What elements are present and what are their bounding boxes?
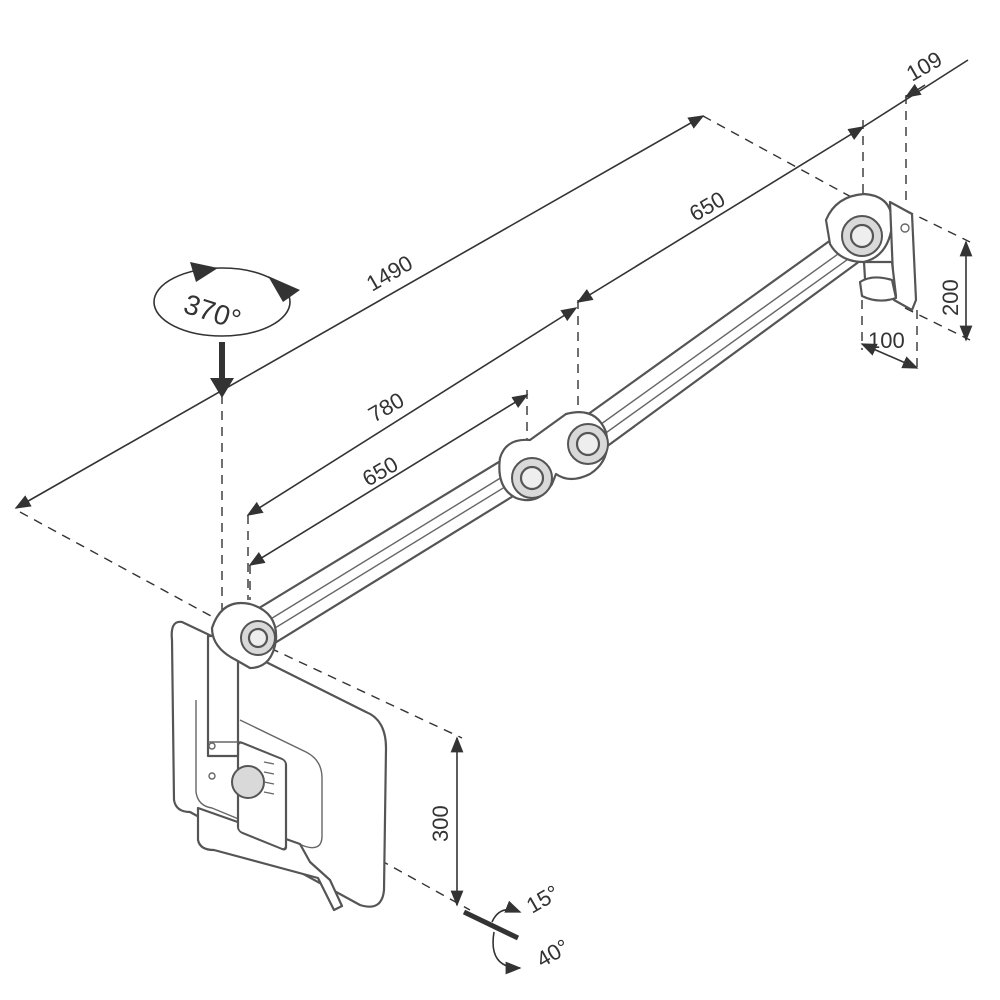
label-300: 300	[428, 805, 453, 842]
rotation-arrowhead-right	[268, 276, 300, 302]
lower-arm-groove-2	[261, 473, 527, 637]
rotation-arrowhead-left	[190, 262, 218, 282]
vertical-post	[206, 634, 240, 780]
plate-bottom-lip	[196, 806, 344, 912]
dim-200-ext-bottom	[904, 307, 971, 341]
label-tilt-up: 15°	[522, 880, 563, 918]
elbow-joint-bolt-left-inner	[519, 465, 545, 491]
tilt-bar	[462, 909, 520, 941]
plate-inner-frame	[195, 700, 323, 849]
label-tilt-down: 40°	[532, 934, 573, 972]
tilt-up-arc	[491, 900, 522, 923]
label-200: 200	[938, 279, 963, 316]
dim-100-line	[860, 343, 919, 369]
label-100: 100	[868, 328, 905, 353]
lower-arm-groove	[255, 465, 521, 629]
tilt-indicator: 15° 40°	[462, 880, 573, 975]
monitor-plate	[170, 620, 388, 912]
label-109: 109	[902, 46, 946, 86]
shoulder-joint-bolt-inner	[849, 223, 875, 249]
wall-plate-screw	[900, 223, 910, 233]
dim-200-ext-top	[904, 209, 971, 243]
post-body	[206, 634, 240, 758]
dim-650-upper-line	[576, 126, 865, 303]
label-rotation: 370°	[180, 288, 245, 335]
bracket-foot	[858, 276, 898, 302]
upper-arm	[578, 230, 866, 452]
tilt-down-arc	[492, 931, 522, 975]
tilt-knob	[231, 765, 265, 799]
joints	[210, 192, 894, 670]
dim-1490-ext-left	[19, 511, 223, 623]
head-joint-bolt-inner	[247, 627, 269, 649]
rotation-ellipse	[153, 267, 291, 337]
post-screw-2	[208, 772, 216, 780]
upper-arm-body	[578, 230, 866, 452]
label-650-upper: 650	[685, 186, 729, 226]
label-1490: 1490	[362, 250, 417, 296]
label-780: 780	[364, 387, 408, 427]
rotation-indicator: 370°	[153, 262, 300, 398]
upper-arm-groove-2	[595, 251, 859, 441]
dim-109-arrow	[904, 83, 926, 98]
upper-arm-groove	[589, 243, 853, 433]
lower-arm	[244, 452, 538, 648]
down-arrow-head	[210, 378, 234, 398]
hinge-teeth	[263, 761, 275, 795]
elbow-joint-bolt-right-inner	[575, 431, 601, 457]
wall-bracket	[858, 200, 918, 312]
dim-650-lower-line	[248, 394, 529, 566]
post-screw	[208, 742, 216, 750]
label-650-lower: 650	[358, 451, 402, 491]
dim-300-ext-top	[269, 647, 463, 739]
dim-300-ext-bottom	[379, 859, 471, 911]
dimension-labels: 1490 650 109 780 650 200 100 300	[358, 46, 963, 842]
